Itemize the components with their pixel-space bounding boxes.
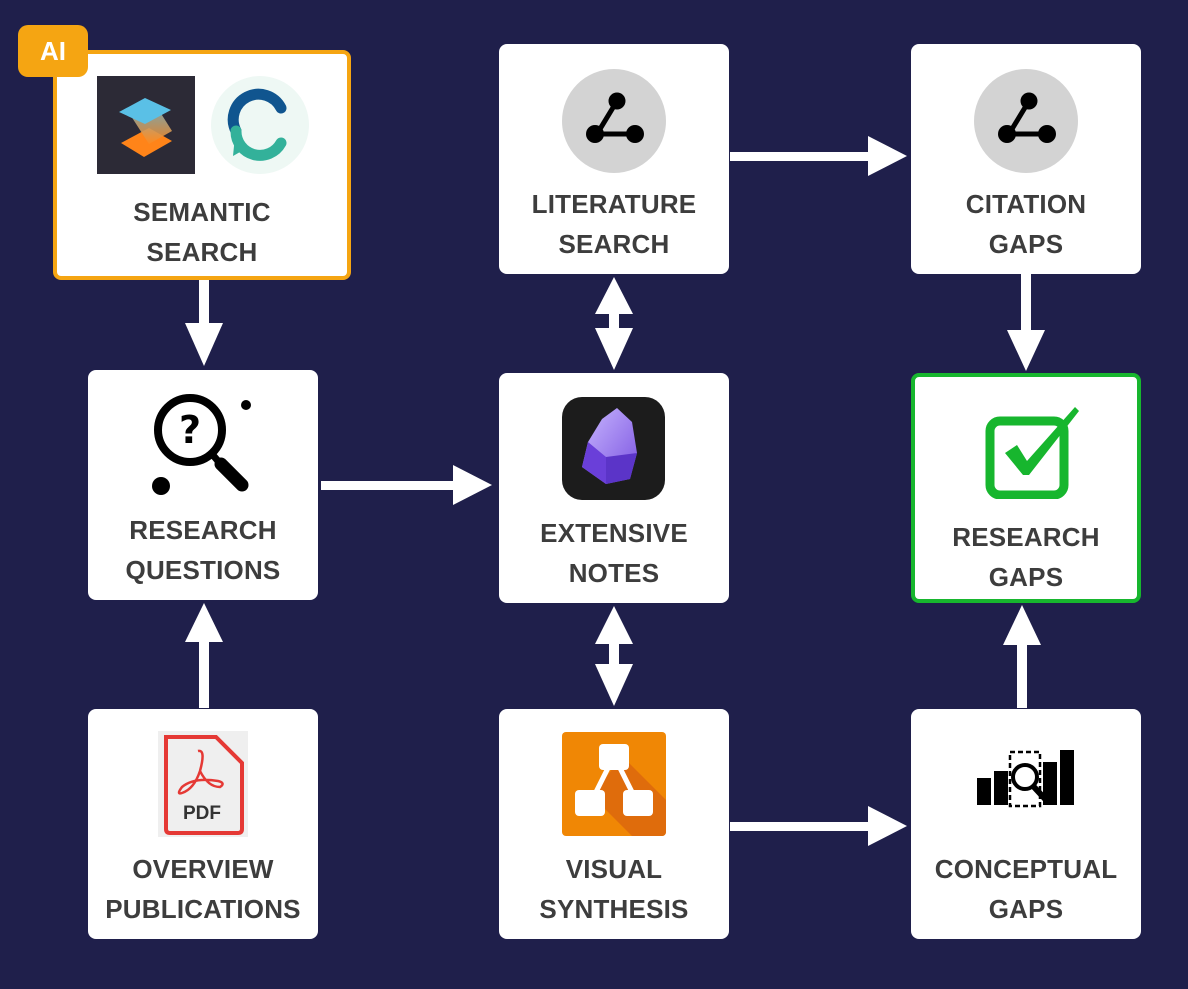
edge-notes-visual-twoway <box>595 606 633 706</box>
node-label-line2: GAPS <box>988 229 1064 259</box>
node-citation-gaps[interactable]: CITATION GAPS <box>911 44 1141 274</box>
node-label-line1: SEMANTIC <box>133 197 271 227</box>
node-research-questions[interactable]: ? RESEARCH QUESTIONS <box>88 370 318 600</box>
orange-diagram-app-icon <box>562 732 666 836</box>
svg-text:?: ? <box>179 408 201 452</box>
node-overview-publications[interactable]: PDF OVERVIEW PUBLICATIONS <box>88 709 318 939</box>
magnifier-question-icon: ? <box>138 390 268 500</box>
node-label-line1: OVERVIEW <box>132 854 274 884</box>
edge-literature-to-citation <box>730 136 907 176</box>
edge-conceptual-to-researchgaps <box>1003 605 1041 708</box>
node-conceptual-gaps[interactable]: CONCEPTUAL GAPS <box>911 709 1141 939</box>
node-label-line2: GAPS <box>988 894 1064 924</box>
node-label-line1: RESEARCH <box>952 522 1100 552</box>
edge-citation-to-researchgaps <box>1007 272 1045 371</box>
node-visual-synthesis[interactable]: VISUAL SYNTHESIS <box>499 709 729 939</box>
purple-crystal-app-icon <box>562 397 665 500</box>
node-label-line1: LITERATURE <box>531 189 697 219</box>
speech-c-app-icon <box>211 76 309 174</box>
node-label-line2: GAPS <box>988 562 1064 592</box>
node-label-line1: CITATION <box>965 189 1087 219</box>
node-label-line1: CONCEPTUAL <box>934 854 1118 884</box>
node-label-line2: SYNTHESIS <box>539 894 689 924</box>
green-checkbox-icon <box>983 403 1083 500</box>
node-label-line2: SEARCH <box>558 229 670 259</box>
node-literature-search[interactable]: LITERATURE SEARCH <box>499 44 729 274</box>
node-extensive-notes[interactable]: EXTENSIVE NOTES <box>499 373 729 603</box>
pdf-text: PDF <box>183 803 221 824</box>
node-label-line2: PUBLICATIONS <box>105 894 301 924</box>
ai-badge: AI <box>18 25 88 77</box>
edge-questions-to-notes <box>321 465 492 505</box>
graph-nodes-icon <box>562 69 666 173</box>
node-label-line2: QUESTIONS <box>125 555 281 585</box>
bar-chart-magnifier-icon <box>976 747 1078 817</box>
edge-visual-to-conceptual <box>730 806 907 846</box>
node-label-line2: SEARCH <box>146 237 258 267</box>
layered-squares-app-icon <box>97 76 195 174</box>
edge-overview-to-questions <box>185 603 223 708</box>
node-label-line2: NOTES <box>568 558 660 588</box>
edge-literature-notes-twoway <box>595 277 633 370</box>
node-research-gaps[interactable]: RESEARCH GAPS <box>911 373 1141 603</box>
node-label-line1: VISUAL <box>565 854 663 884</box>
node-semantic-search[interactable]: SEMANTIC SEARCH <box>53 50 351 280</box>
node-label-line1: RESEARCH <box>129 515 277 545</box>
pdf-file-icon: PDF <box>158 731 248 837</box>
graph-nodes-icon <box>974 69 1078 173</box>
node-label-line1: EXTENSIVE <box>540 518 688 548</box>
edge-semantic-to-questions <box>185 280 223 366</box>
